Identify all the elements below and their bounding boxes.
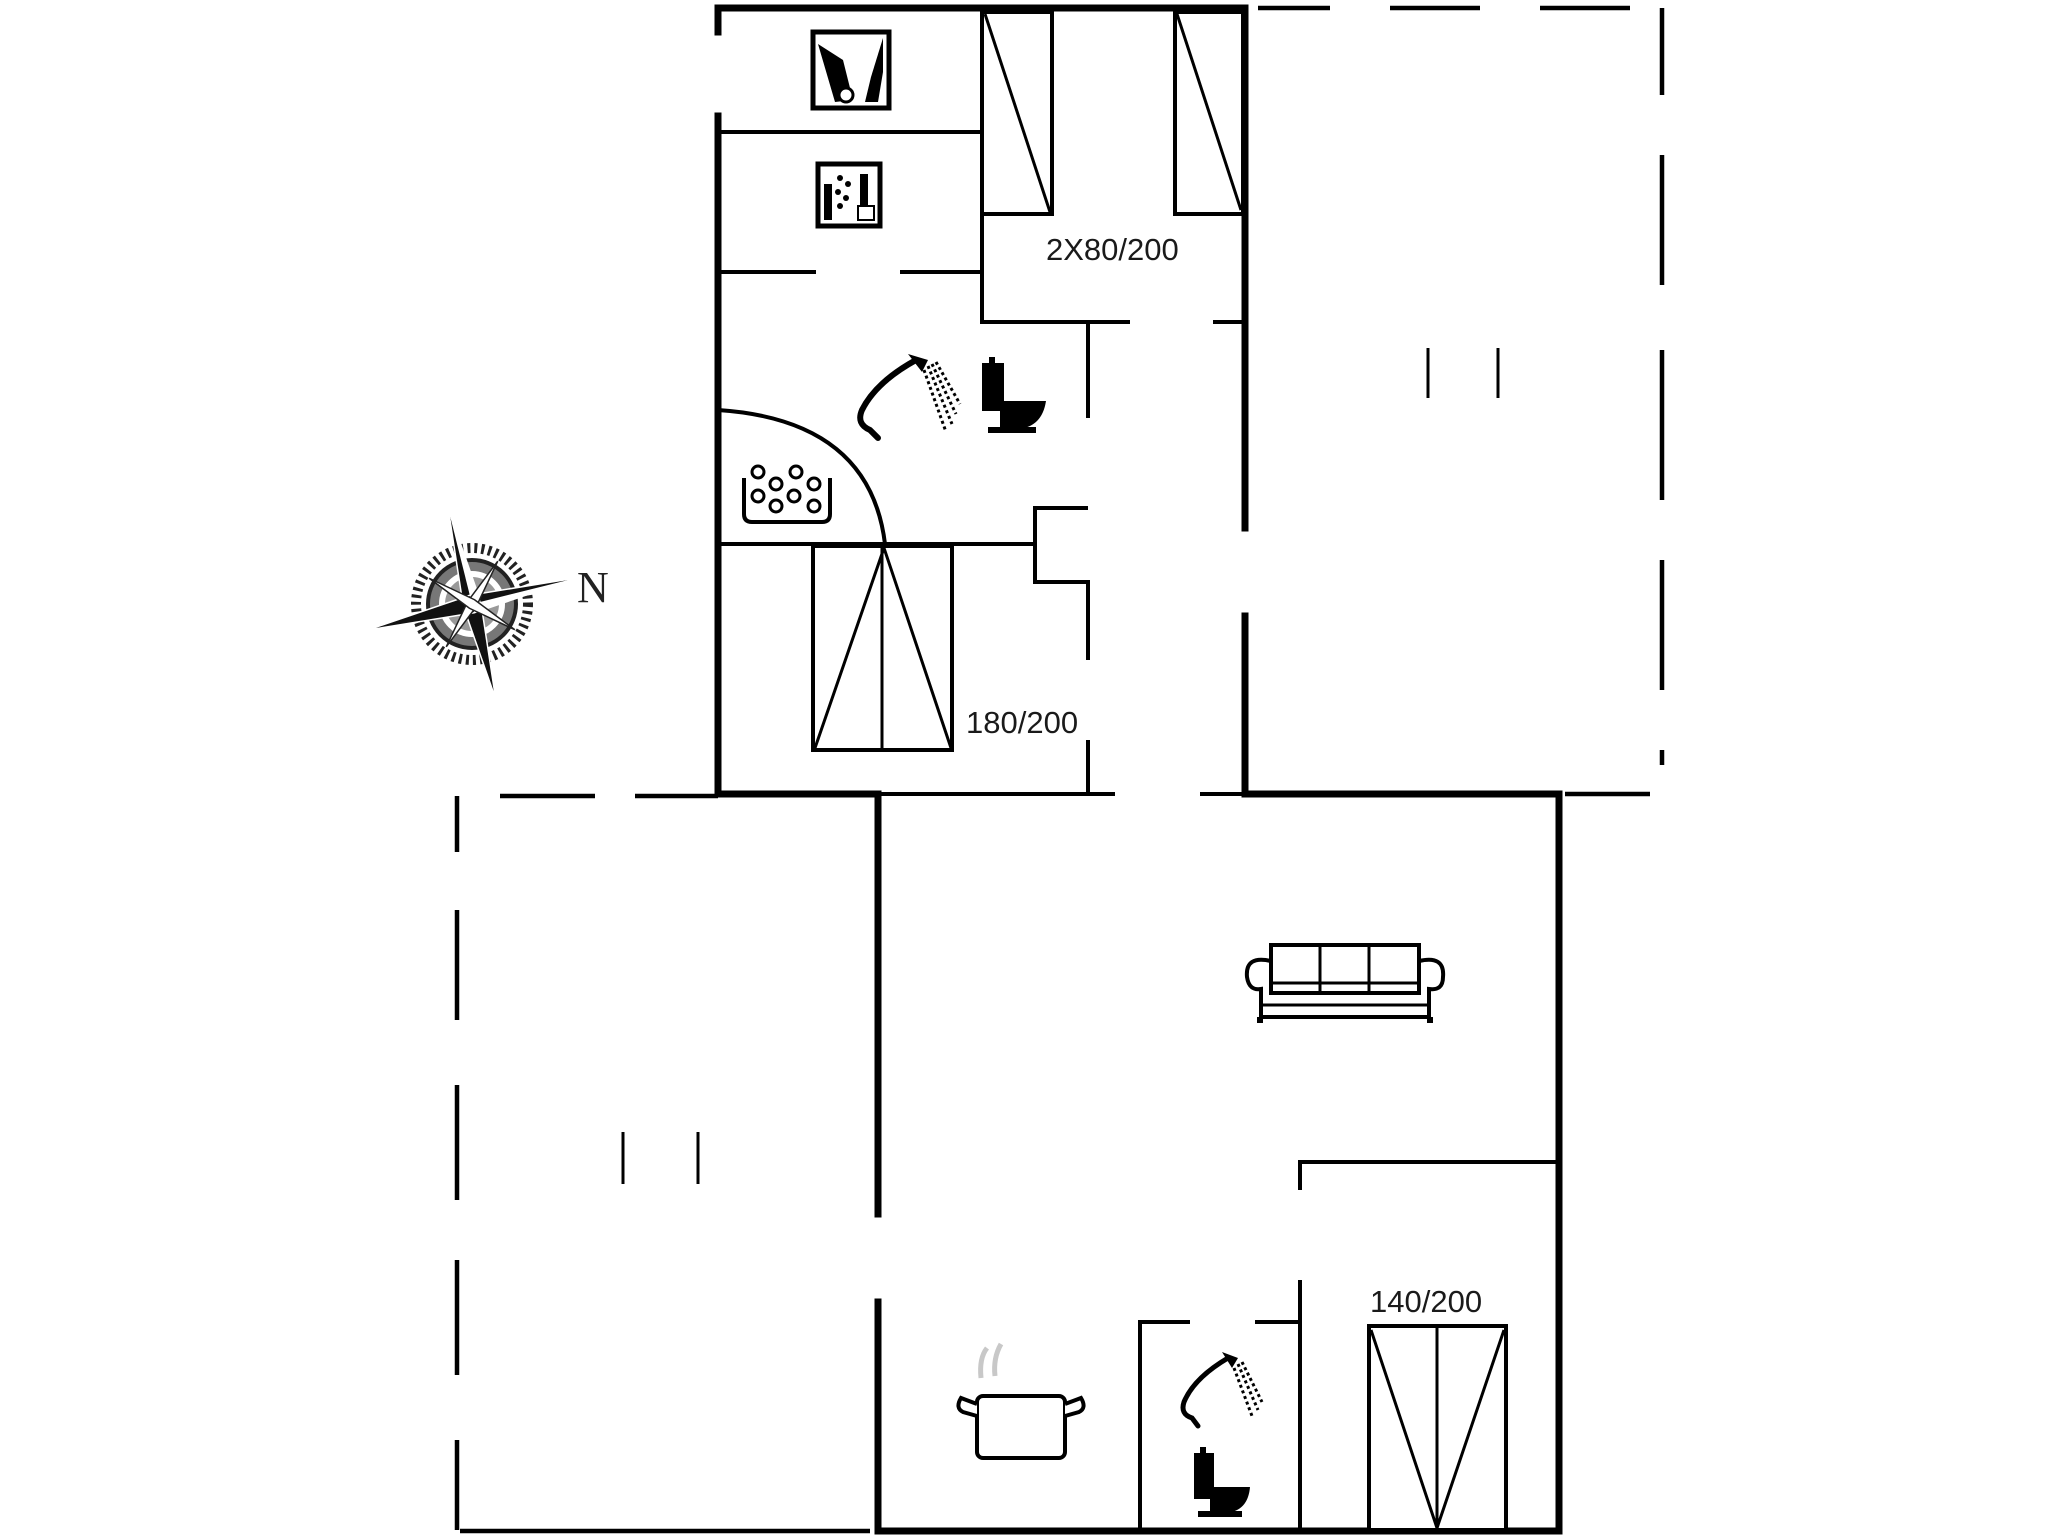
dishwasher-icon	[815, 161, 883, 229]
terrace-left-dashed	[454, 793, 870, 1534]
sauna-icon	[742, 464, 832, 524]
bed-140	[1367, 1324, 1508, 1532]
bed-size-label-140: 140/200	[1370, 1284, 1483, 1319]
bottom-interior-walls	[1138, 1160, 1556, 1531]
shower-icon	[857, 354, 962, 441]
bed-2x80-right	[1173, 10, 1245, 216]
bed-180	[811, 544, 954, 752]
terrace-right-dashed	[1258, 5, 1665, 797]
terrace-left-marks	[621, 1132, 700, 1184]
shower-icon	[1180, 1352, 1264, 1429]
compass-north-label: N	[577, 563, 609, 612]
sofa-icon	[1244, 943, 1446, 1023]
compass-rose-icon	[366, 508, 578, 700]
washing-machine-icon	[810, 29, 892, 111]
bed-size-label-180: 180/200	[966, 705, 1079, 740]
toilet-icon	[1194, 1447, 1250, 1517]
bed-2x80-left	[980, 10, 1054, 216]
bed-size-label-2x80: 2X80/200	[1046, 232, 1179, 267]
terrace-right-marks	[1426, 348, 1500, 398]
toilet-icon	[982, 357, 1046, 433]
top-wing-interior-walls	[717, 8, 1245, 796]
cooking-pot-icon	[956, 1342, 1086, 1460]
